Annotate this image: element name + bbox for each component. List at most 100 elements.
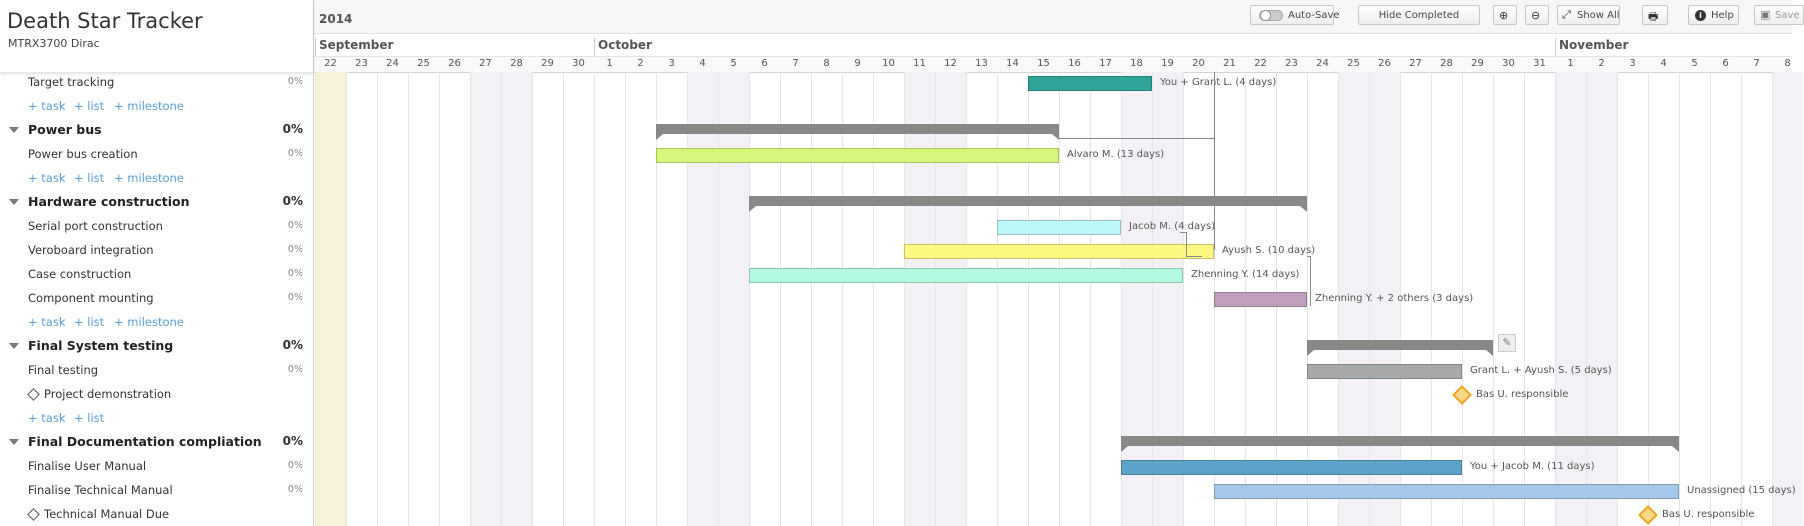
day-column — [563, 72, 594, 526]
project-title: Death Star Tracker — [7, 9, 203, 33]
day-label: 27 — [1409, 58, 1422, 69]
add-list-link[interactable]: + list — [74, 99, 105, 113]
add-list-link[interactable]: + list — [74, 171, 105, 185]
day-column — [1524, 72, 1555, 526]
add-task-link[interactable]: + task — [28, 411, 66, 425]
add-row: + task + list — [0, 406, 313, 430]
show-all-button[interactable]: ⤢ Show All — [1557, 5, 1620, 25]
day-column — [1307, 72, 1338, 526]
collapse-caret-icon[interactable] — [9, 439, 19, 445]
progress-percent: 0% — [282, 194, 303, 208]
day-column — [501, 72, 532, 526]
collapse-caret-icon[interactable] — [9, 343, 19, 349]
task-bar-label: Ayush S. (10 days) — [1222, 245, 1316, 256]
save-button[interactable]: ▣ Save — [1754, 5, 1804, 25]
day-label: 3 — [1629, 58, 1636, 69]
milestone-label: Bas U. responsible — [1662, 509, 1755, 520]
day-label: 10 — [882, 58, 895, 69]
collapse-caret-icon[interactable] — [9, 199, 19, 205]
day-column — [1493, 72, 1524, 526]
day-column — [1183, 72, 1214, 526]
day-label: 28 — [510, 58, 523, 69]
day-label: 7 — [792, 58, 799, 69]
task-bar[interactable] — [1307, 364, 1462, 379]
add-task-link[interactable]: + task — [28, 99, 66, 113]
milestone-row-project-demonstration[interactable]: Project demonstration — [0, 382, 313, 406]
hide-completed-button[interactable]: Hide Completed — [1358, 5, 1480, 25]
day-column — [346, 72, 377, 526]
day-label: 4 — [699, 58, 706, 69]
timeline-grid: You + Grant L. (4 days)Alvaro M. (13 day… — [314, 72, 1803, 526]
day-label: 24 — [386, 58, 399, 69]
add-list-link[interactable]: + list — [74, 411, 105, 425]
toolbar: 2014 Auto-Save Hide Completed ⊕ ⊖ ⤢ Show… — [314, 0, 1804, 34]
task-bar[interactable] — [904, 244, 1214, 259]
task-bar[interactable] — [1028, 76, 1152, 91]
day-column — [625, 72, 656, 526]
group-row-hardware-construction[interactable]: Hardware construction 0% — [0, 190, 313, 214]
task-bar[interactable] — [997, 220, 1121, 235]
day-column — [656, 72, 687, 526]
day-column — [1369, 72, 1400, 526]
row-label: Hardware construction — [28, 194, 190, 209]
day-column — [1555, 72, 1586, 526]
day-column — [439, 72, 470, 526]
task-bar[interactable] — [656, 148, 1059, 163]
project-header: Death Star Tracker MTRX3700 Dirac — [0, 0, 313, 72]
help-button[interactable]: i Help — [1688, 5, 1739, 25]
add-row: + task + list + milestone — [0, 166, 313, 190]
add-task-link[interactable]: + task — [28, 315, 66, 329]
month-label: October — [594, 38, 652, 56]
milestone-row-technical-manual-due[interactable]: Technical Manual Due — [0, 502, 313, 526]
collapse-caret-icon[interactable] — [9, 127, 19, 133]
day-column — [315, 72, 346, 526]
zoom-in-button[interactable]: ⊕ — [1493, 5, 1517, 25]
day-label: 19 — [1161, 58, 1174, 69]
milestone-diamond-icon — [27, 508, 40, 521]
add-milestone-link[interactable]: + milestone — [114, 315, 184, 329]
progress-percent: 0% — [282, 122, 303, 136]
day-column — [1586, 72, 1617, 526]
task-bar[interactable] — [1214, 484, 1679, 499]
group-summary-bar — [1307, 340, 1493, 356]
progress-percent: 0% — [287, 76, 303, 87]
add-list-link[interactable]: + list — [74, 315, 105, 329]
edit-pencil-icon[interactable]: ✎ — [1498, 334, 1516, 352]
add-milestone-link[interactable]: + milestone — [114, 99, 184, 113]
day-label: 23 — [355, 58, 368, 69]
day-label: 29 — [541, 58, 554, 69]
task-bar[interactable] — [749, 268, 1183, 283]
milestone-label: Bas U. responsible — [1476, 389, 1569, 400]
day-label: 7 — [1753, 58, 1760, 69]
add-milestone-link[interactable]: + milestone — [114, 171, 184, 185]
day-label: 5 — [730, 58, 737, 69]
zoom-out-button[interactable]: ⊖ — [1525, 5, 1549, 25]
autosave-toggle[interactable]: Auto-Save — [1250, 5, 1340, 25]
task-bar[interactable] — [1214, 292, 1307, 307]
day-column — [966, 72, 997, 526]
day-column — [1431, 72, 1462, 526]
day-label: 31 — [1533, 58, 1546, 69]
print-button[interactable]: 🖶 — [1642, 5, 1668, 25]
add-task-link[interactable]: + task — [28, 171, 66, 185]
day-label: 17 — [1099, 58, 1112, 69]
task-bar[interactable] — [1121, 460, 1462, 475]
row-label: Power bus creation — [28, 147, 138, 161]
year-label: 2014 — [319, 12, 353, 26]
task-bar-label: Grant L. + Ayush S. (5 days) — [1470, 365, 1612, 376]
day-label: 14 — [1006, 58, 1019, 69]
